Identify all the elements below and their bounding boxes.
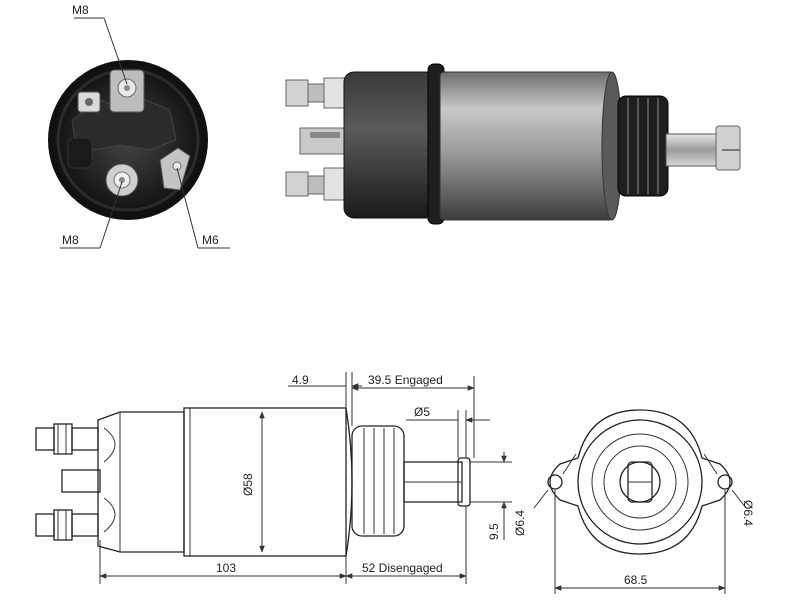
m6-terminal xyxy=(159,147,191,191)
dim-disengaged: 52 Disengaged xyxy=(362,561,443,575)
side-view-photo xyxy=(285,63,741,225)
callout-m8-top: M8 xyxy=(72,3,89,17)
dim-body-diameter: Ø58 xyxy=(241,473,255,496)
dim-hole-left: Ø6.4 xyxy=(513,510,527,536)
drawing-studs xyxy=(35,423,101,541)
callout-m8-bottom: M8 xyxy=(62,233,79,247)
dim-pin-diameter: Ø5 xyxy=(414,405,430,419)
end-view-photo: M8 M8 M6 xyxy=(48,3,230,249)
dim-overall-length: 103 xyxy=(216,561,236,575)
dim-engaged: 39.5 Engaged xyxy=(368,373,443,387)
m8-bottom-terminal xyxy=(105,163,139,197)
dim-hole-right: Ø6.4 xyxy=(741,500,755,526)
terminal-studs xyxy=(285,77,347,201)
dim-plunger-offset: 4.9 xyxy=(292,373,309,387)
dim-flange-width: 68.5 xyxy=(624,573,648,587)
side-drawing: 4.9 39.5 Engaged Ø5 Ø58 103 52 Disengage… xyxy=(35,372,512,584)
rubber-boot xyxy=(617,95,669,197)
dim-slot-width: 9.5 xyxy=(487,523,501,540)
callout-m6: M6 xyxy=(202,233,219,247)
flange-drawing: Ø6.4 Ø6.4 68.5 xyxy=(513,409,755,594)
drawing-boot xyxy=(351,425,405,537)
m8-top-terminal xyxy=(109,69,145,113)
